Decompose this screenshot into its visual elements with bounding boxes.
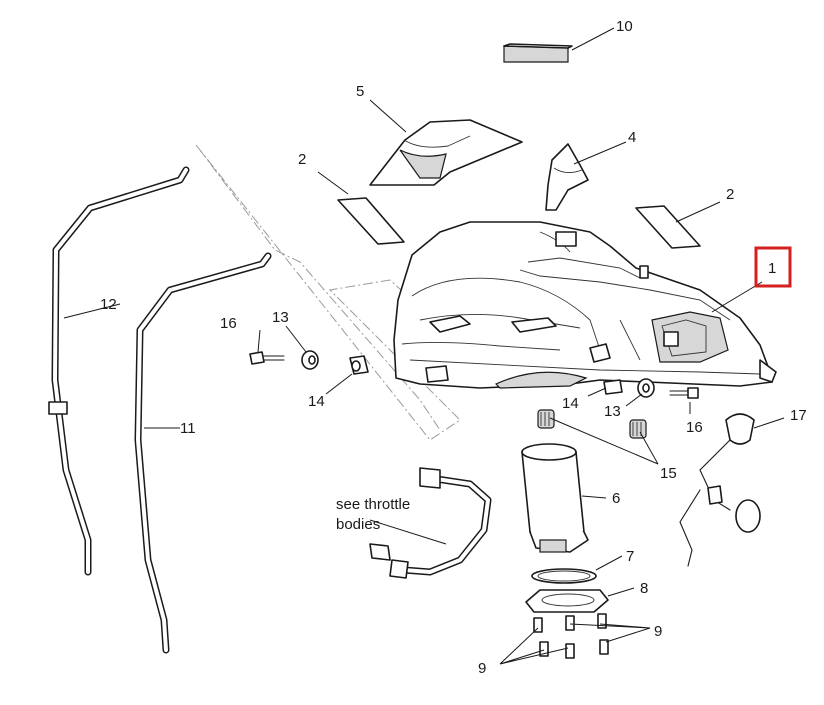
callout-2-left: 2 [298,151,306,168]
part-hose-12 [48,166,190,576]
part-cover-5 [369,119,523,186]
callout-9-right: 9 [654,623,662,640]
leader-lines [63,27,785,665]
part-rubber-4 [545,143,589,211]
part-strip-2-left [337,197,405,245]
callout-16-left: 16 [220,315,237,332]
part-washer-13-right [637,378,655,398]
callout-13-left: 13 [272,309,289,326]
callout-11: 11 [180,420,196,437]
part-grommet-14-right [603,379,623,395]
callout-8: 8 [640,580,648,597]
callout-12: 12 [100,296,117,313]
callout-6: 6 [612,490,620,507]
part-throttle-hose [369,467,492,579]
note-bodies: bodies [336,516,380,533]
part-level-sender-17 [679,413,761,567]
part-fuel-pump-6 [521,443,589,553]
part-bolt-16-right [669,387,699,399]
part-screws-9 [533,613,609,659]
part-filter-15-left [537,409,555,429]
part-filter-15-right [629,419,647,439]
callout-1: 1 [768,260,776,277]
part-plate-8 [525,589,609,613]
callout-9-left: 9 [478,660,486,677]
note-see-throttle: see throttle [336,496,410,513]
callout-17: 17 [790,407,807,424]
callout-15: 15 [660,465,677,482]
callout-16-right: 16 [686,419,703,436]
part-fuel-tank-1 [393,221,777,389]
part-strip-2-right [635,205,701,249]
callout-1-highlight [754,246,792,288]
callout-10: 10 [616,18,633,35]
callout-2-right: 2 [726,186,734,203]
callout-7: 7 [626,548,634,565]
callout-14-right: 14 [562,395,579,412]
part-seal-7 [531,568,597,584]
callout-14-left: 14 [308,393,325,410]
callout-4: 4 [628,129,636,146]
part-washer-13-left [301,350,319,370]
callout-13-right: 13 [604,403,621,420]
part-bolt-16-left [249,351,285,365]
part-hose-11 [134,252,272,654]
callout-5: 5 [356,83,364,100]
part-pad-10 [503,43,573,63]
part-grommet-14-left [349,355,369,375]
